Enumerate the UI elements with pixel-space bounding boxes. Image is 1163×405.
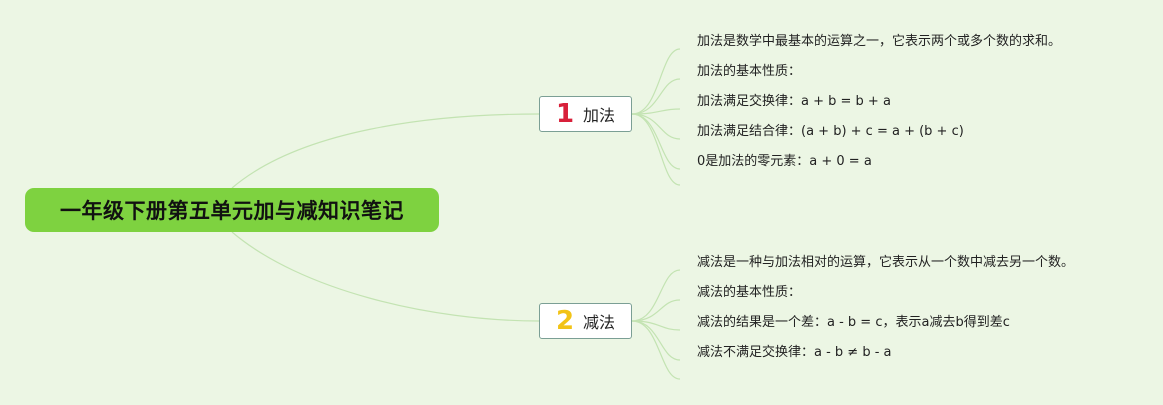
number-2-icon: 2: [555, 306, 575, 336]
connector-root-to-subtraction: [231, 231, 540, 322]
subtraction-item[interactable]: 减法的基本性质：: [697, 285, 802, 300]
addition-item[interactable]: 加法满足交换律：a + b = b + a: [697, 94, 891, 109]
addition-item[interactable]: 加法是数学中最基本的运算之一，它表示两个或多个数的求和。: [697, 34, 1062, 49]
subtraction-item[interactable]: 减法的结果是一个差：a - b = c，表示a减去b得到差c: [697, 315, 1010, 330]
topic-subtraction-label: 减法: [583, 313, 616, 332]
addition-item[interactable]: 加法的基本性质：: [697, 64, 802, 79]
connector-subtraction-leaf: [631, 320, 681, 380]
root-topic[interactable]: 一年级下册第五单元加与减知识笔记: [25, 188, 439, 232]
connector-addition-leaf: [631, 113, 681, 186]
topic-subtraction[interactable]: 2 减法: [539, 303, 632, 339]
connector-subtraction-leaf: [631, 269, 681, 322]
root-title: 一年级下册第五单元加与减知识笔记: [60, 199, 404, 223]
connector-subtraction-leaf: [631, 299, 681, 322]
connector-addition-leaf: [631, 108, 681, 115]
subtraction-item[interactable]: 减法是一种与加法相对的运算，它表示从一个数中减去另一个数。: [697, 255, 1075, 270]
connector-addition-leaf: [631, 78, 681, 115]
subtraction-item[interactable]: 减法不满足交换律：a - b ≠ b - a: [697, 345, 892, 360]
topic-addition[interactable]: 1 加法: [539, 96, 632, 132]
connector-subtraction-leaf: [631, 320, 681, 361]
topic-addition-label: 加法: [583, 106, 616, 125]
addition-item[interactable]: 加法满足结合律：(a + b) + c = a + (b + c): [697, 124, 964, 139]
number-1-icon: 1: [555, 99, 575, 129]
connector-addition-leaf: [631, 48, 681, 115]
addition-item[interactable]: 0是加法的零元素：a + 0 = a: [697, 154, 872, 169]
connector-root-to-addition: [231, 113, 540, 189]
